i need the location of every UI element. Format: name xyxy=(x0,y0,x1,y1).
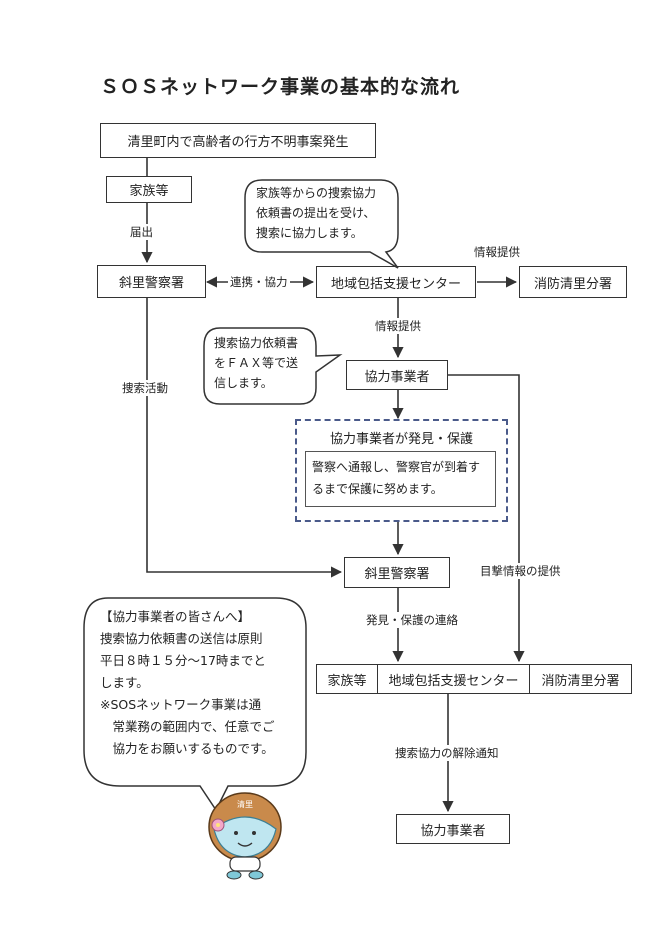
mascot-illustration: 清里 xyxy=(208,792,282,880)
sighting-label: 目撃情報の提供 xyxy=(478,563,563,579)
discovery-box: 協力事業者が発見・保護 警察へ通報し、警察官が到着す るまで保護に努めます。 xyxy=(295,419,508,522)
fire-box-1: 消防清里分署 xyxy=(519,266,627,298)
center-box-1: 地域包括支援センター xyxy=(316,266,476,298)
occurrence-box: 清里町内で高齢者の行方不明事案発生 xyxy=(100,123,376,158)
cancel-label: 捜索協力の解除通知 xyxy=(393,745,501,761)
search-label: 捜索活動 xyxy=(120,380,170,396)
discovery-title: 協力事業者が発見・保護 xyxy=(329,432,473,447)
report-label: 届出 xyxy=(128,224,155,240)
discovery-contact-label: 発見・保護の連絡 xyxy=(364,612,460,628)
center-cell: 地域包括支援センター xyxy=(378,665,530,693)
middle-bubble-text: 捜索協力依頼書 をＦＡＸ等で送 信します。 xyxy=(214,336,299,390)
family-cell: 家族等 xyxy=(317,665,378,693)
info-label-1: 情報提供 xyxy=(472,244,522,260)
middle-bubble-shape xyxy=(203,327,343,405)
notice-bubble-text: 【協力事業者の皆さんへ】 捜索協力依頼書の送信は原則 平日８時１５分～17時まで… xyxy=(100,606,275,760)
police-box-2: 斜里警察署 xyxy=(344,557,450,588)
mascot-label: 清里 xyxy=(237,799,253,809)
notice-title: 【協力事業者の皆さんへ】 xyxy=(100,609,251,624)
cooperator-box-2: 協力事業者 xyxy=(396,814,510,844)
discovery-text: 警察へ通報し、警察官が到着す るまで保護に努めます。 xyxy=(305,451,496,507)
family-box: 家族等 xyxy=(106,176,192,203)
cooperator-box-1: 協力事業者 xyxy=(346,360,448,390)
liaison-label: 連携・協力 xyxy=(228,274,290,290)
info-label-2: 情報提供 xyxy=(373,318,423,334)
top-bubble-text: 家族等からの捜索協力 依頼書の提出を受け、 捜索に協力します。 xyxy=(256,186,377,240)
notification-row: 家族等 地域包括支援センター 消防清里分署 xyxy=(316,664,632,694)
police-box-1: 斜里警察署 xyxy=(97,265,206,298)
fire-cell: 消防清里分署 xyxy=(541,673,620,689)
top-bubble-shape xyxy=(244,179,399,269)
page-title: ＳＯＳネットワーク事業の基本的な流れ xyxy=(100,76,461,98)
